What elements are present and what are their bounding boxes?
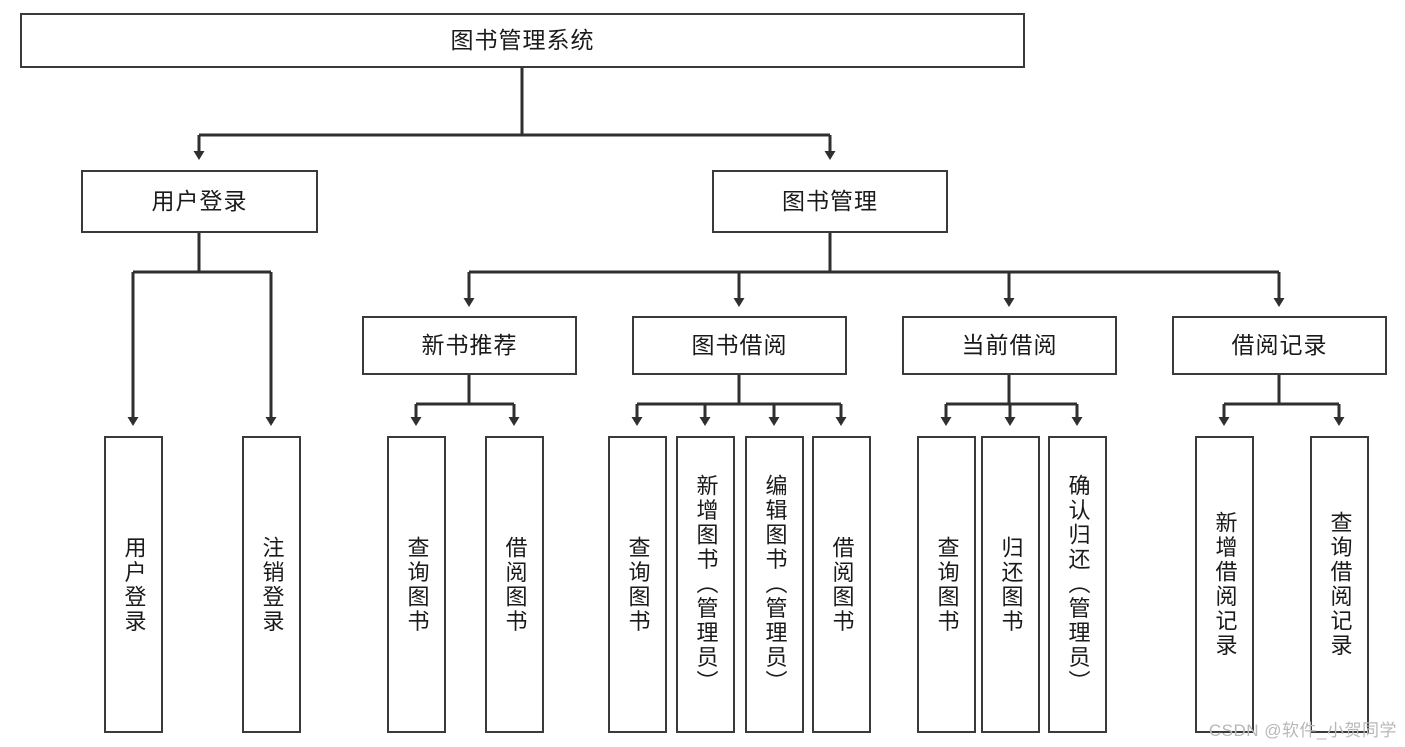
node-leaf-add-book-admin[interactable]: 新增图书（管理员）	[676, 436, 735, 733]
node-book-management[interactable]: 图书管理	[712, 170, 948, 233]
node-leaf-logout-login-label: 注销登录	[259, 535, 285, 634]
node-leaf-edit-book-admin[interactable]: 编辑图书（管理员）	[745, 436, 804, 733]
node-leaf-add-book-admin-label: 新增图书（管理员）	[693, 474, 719, 695]
node-leaf-confirm-return-admin[interactable]: 确认归还（管理员）	[1048, 436, 1107, 733]
node-user-login[interactable]: 用户登录	[81, 170, 318, 233]
node-leaf-query-book-2-label: 查询图书	[625, 535, 651, 634]
node-leaf-borrow-book-2[interactable]: 借阅图书	[812, 436, 871, 733]
node-leaf-user-login-label: 用户登录	[121, 535, 147, 634]
node-book-borrow-label: 图书借阅	[691, 331, 788, 358]
node-leaf-query-borrow-record-label: 查询借阅记录	[1327, 511, 1353, 658]
node-root[interactable]: 图书管理系统	[20, 13, 1025, 68]
node-leaf-query-book-3[interactable]: 查询图书	[917, 436, 976, 733]
node-user-login-label: 用户登录	[151, 187, 248, 214]
node-leaf-edit-book-admin-label: 编辑图书（管理员）	[762, 474, 788, 695]
node-current-borrow[interactable]: 当前借阅	[902, 316, 1117, 375]
node-leaf-confirm-return-admin-label: 确认归还（管理员）	[1065, 474, 1091, 695]
node-leaf-borrow-book-1-label: 借阅图书	[502, 535, 528, 634]
node-root-label: 图书管理系统	[450, 26, 595, 53]
node-book-borrow[interactable]: 图书借阅	[632, 316, 847, 375]
node-borrow-record[interactable]: 借阅记录	[1172, 316, 1387, 375]
node-leaf-query-book-1-label: 查询图书	[404, 535, 430, 634]
node-leaf-logout-login[interactable]: 注销登录	[242, 436, 301, 733]
node-new-book-recommend[interactable]: 新书推荐	[362, 316, 577, 375]
node-book-management-label: 图书管理	[782, 187, 878, 214]
node-leaf-borrow-book-2-label: 借阅图书	[829, 535, 855, 634]
node-current-borrow-label: 当前借阅	[961, 331, 1058, 358]
node-leaf-add-borrow-record-label: 新增借阅记录	[1212, 511, 1238, 658]
node-leaf-return-book-label: 归还图书	[998, 535, 1024, 634]
node-leaf-borrow-book-1[interactable]: 借阅图书	[485, 436, 544, 733]
node-leaf-query-borrow-record[interactable]: 查询借阅记录	[1310, 436, 1369, 733]
node-leaf-return-book[interactable]: 归还图书	[981, 436, 1040, 733]
node-leaf-query-book-1[interactable]: 查询图书	[387, 436, 446, 733]
node-leaf-add-borrow-record[interactable]: 新增借阅记录	[1195, 436, 1254, 733]
node-borrow-record-label: 借阅记录	[1231, 331, 1328, 358]
node-new-book-recommend-label: 新书推荐	[421, 331, 518, 358]
node-leaf-query-book-3-label: 查询图书	[934, 535, 960, 634]
node-leaf-query-book-2[interactable]: 查询图书	[608, 436, 667, 733]
node-leaf-user-login[interactable]: 用户登录	[104, 436, 163, 733]
